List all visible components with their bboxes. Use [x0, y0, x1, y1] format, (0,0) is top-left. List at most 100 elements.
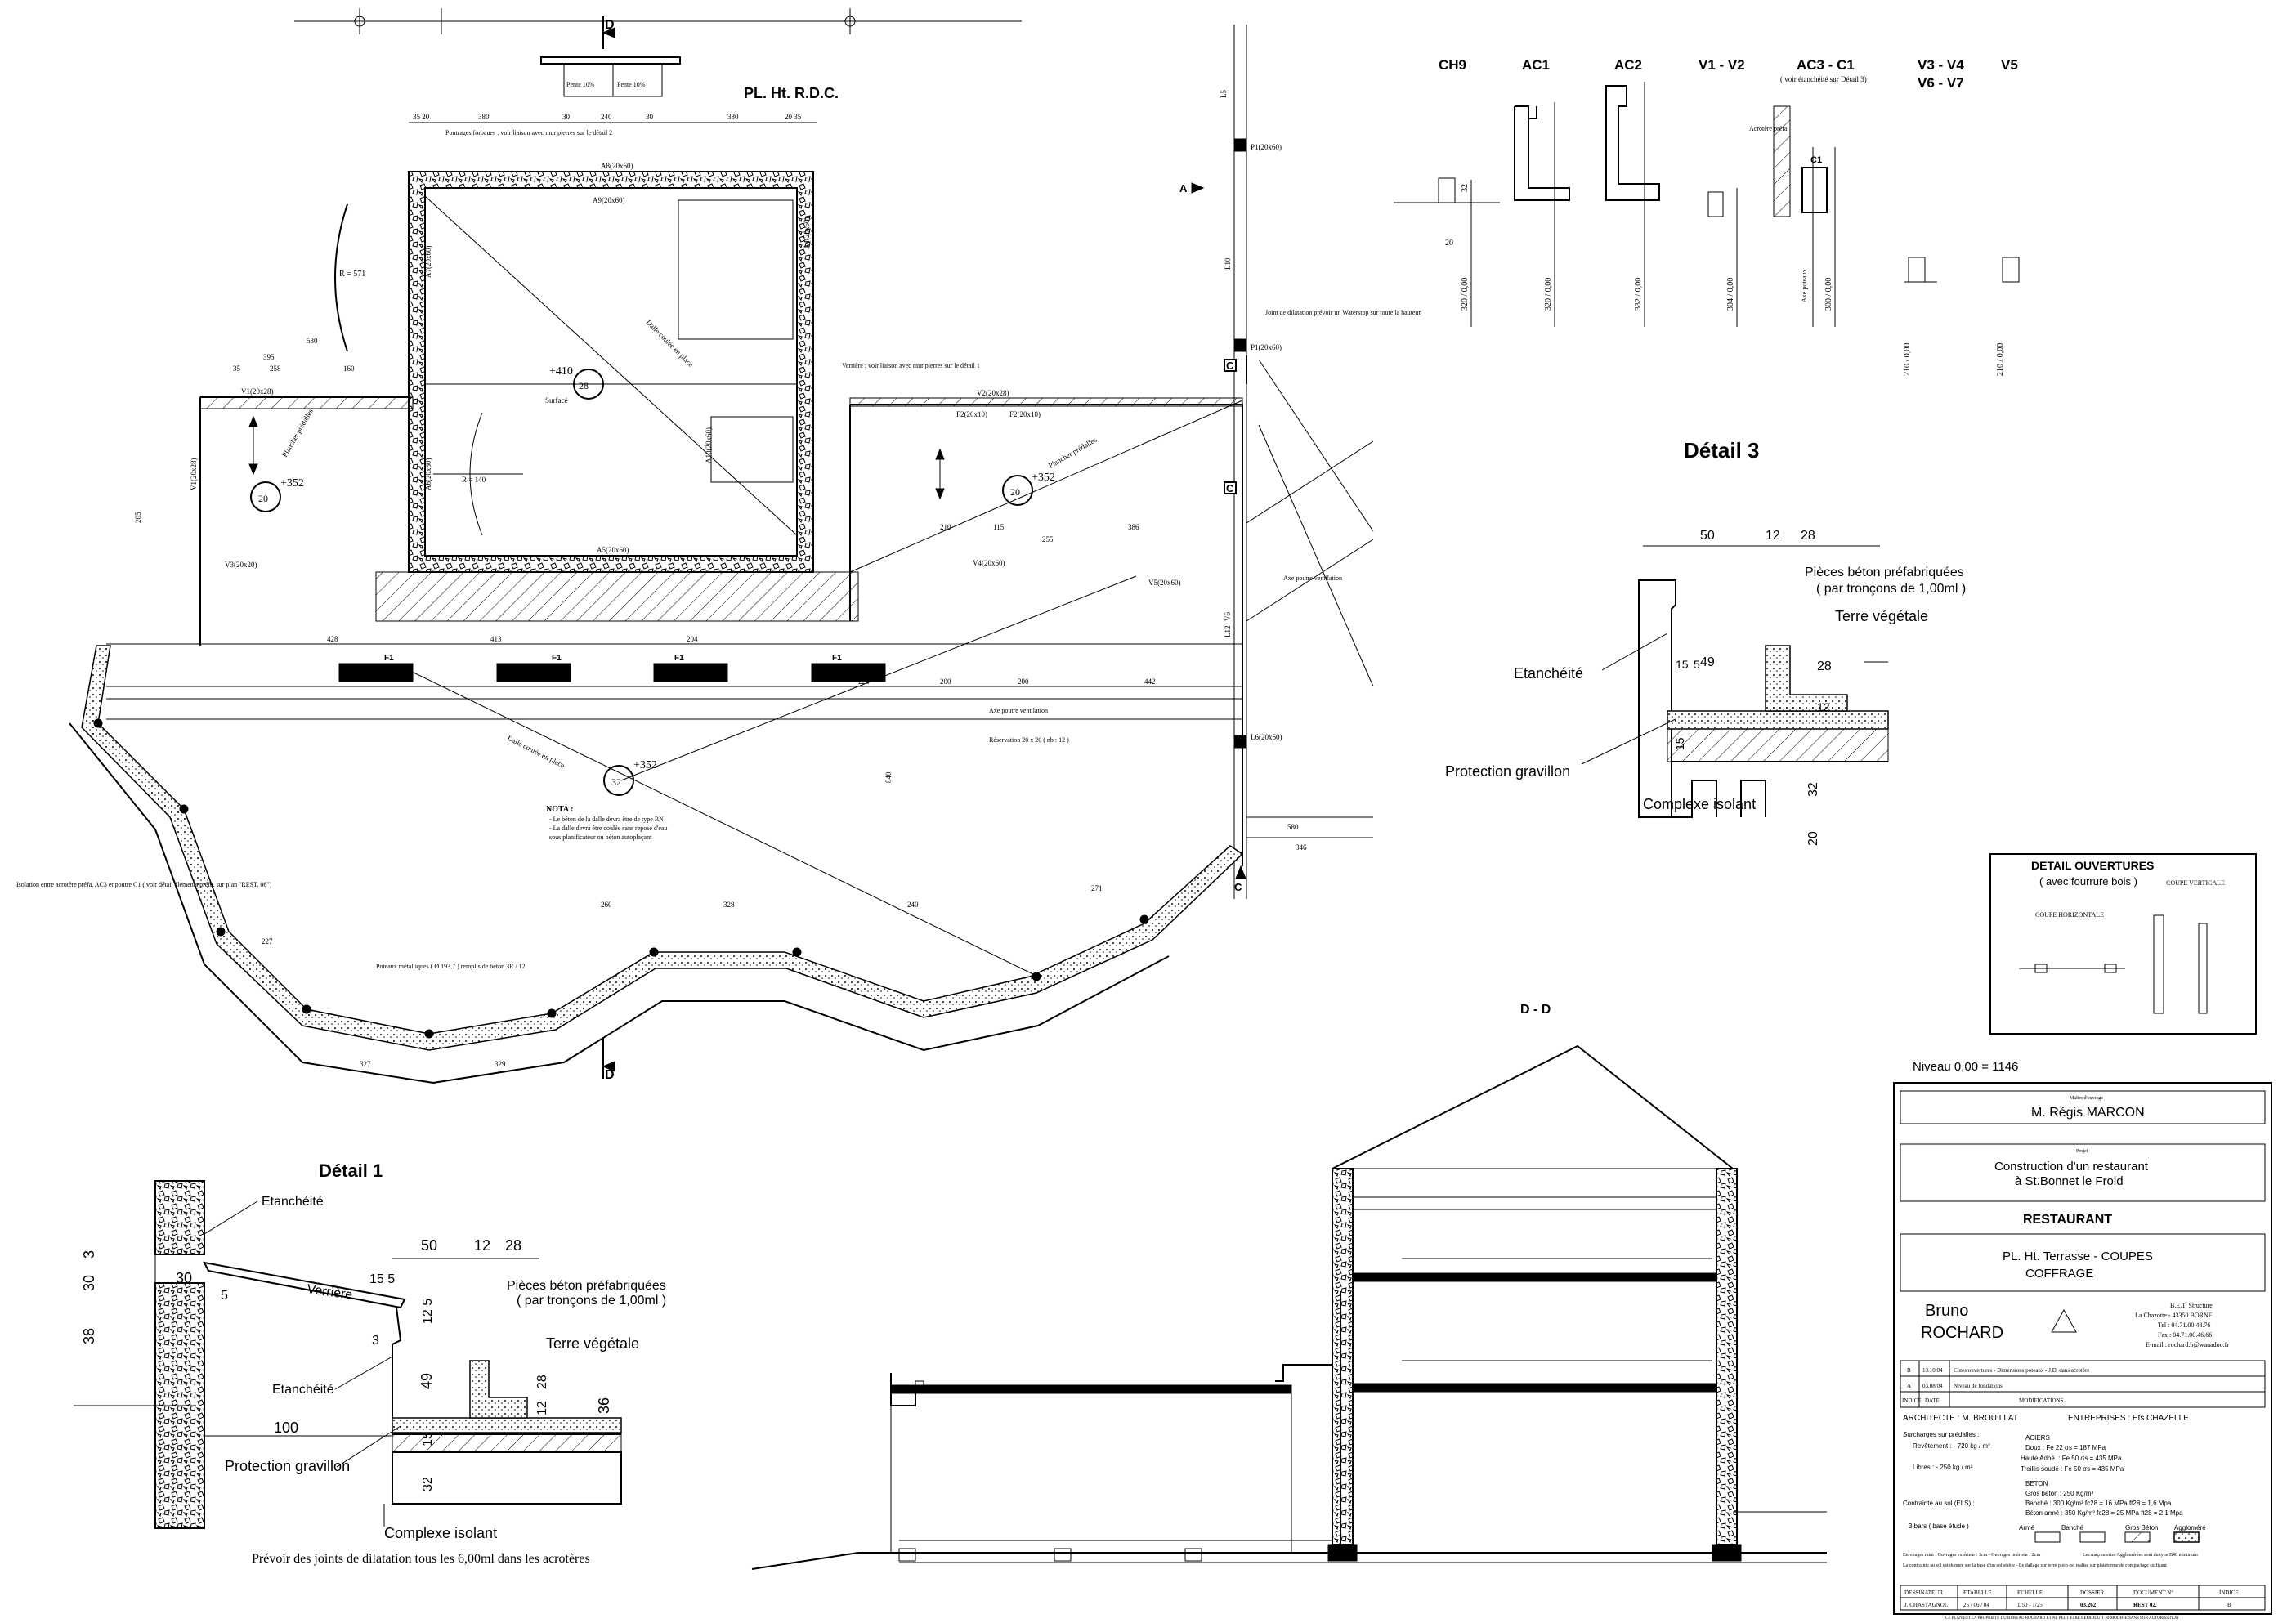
title-block: Niveau 0,00 = 1146 Maître d'ouvrage M. R… — [1893, 1060, 2272, 1621]
svg-text:Pièces béton préfabriquées: Pièces béton préfabriquées — [1805, 566, 1964, 579]
svg-text:Armé: Armé — [2019, 1524, 2035, 1531]
svg-text:15 5: 15 5 — [369, 1272, 395, 1286]
svg-text:DOSSIER: DOSSIER — [2080, 1589, 2105, 1596]
svg-text:M. Régis MARCON: M. Régis MARCON — [2031, 1106, 2145, 1120]
svg-text:30: 30 — [646, 113, 654, 121]
svg-text:Haute Adhé. : Fe 50 σs = 435: Haute Adhé. : Fe 50 σs = 435 MPa — [2021, 1455, 2122, 1462]
svg-text:Verrière : voir liaison avec m: Verrière : voir liaison avec mur pierres… — [842, 362, 980, 369]
svg-text:A: A — [1907, 1383, 1911, 1389]
svg-text:F2(20x10): F2(20x10) — [1009, 410, 1041, 418]
svg-text:530: 530 — [307, 337, 318, 345]
firm-logo-icon — [2051, 1308, 2077, 1333]
column-p1-top — [1233, 138, 1247, 152]
svg-text:328: 328 — [723, 901, 735, 909]
svg-text:L10: L10 — [1224, 257, 1232, 270]
svg-text:REST 02.: REST 02. — [2133, 1602, 2157, 1608]
svg-text:A5(20x60): A5(20x60) — [597, 546, 629, 554]
svg-text:Pièces béton préfabriquées: Pièces béton préfabriquées — [507, 1279, 666, 1293]
svg-text:327: 327 — [360, 1060, 371, 1068]
svg-text:BETON: BETON — [2025, 1480, 2048, 1487]
svg-text:F2(20x10): F2(20x10) — [956, 410, 987, 418]
svg-text:200: 200 — [1018, 677, 1029, 686]
svg-text:32: 32 — [1461, 184, 1470, 192]
svg-text:D: D — [605, 1068, 615, 1082]
svg-text:12: 12 — [1766, 529, 1780, 543]
svg-text:20: 20 — [1010, 486, 1020, 498]
svg-text:Poteaux métalliques ( Ø 193,7: Poteaux métalliques ( Ø 193,7 ) remplis … — [376, 963, 526, 970]
svg-text:P1(20x60): P1(20x60) — [1251, 343, 1282, 351]
svg-text:Pente 10%: Pente 10% — [617, 81, 646, 88]
svg-text:Protection gravillon: Protection gravillon — [1445, 763, 1570, 780]
svg-text:1/50 - 1/25: 1/50 - 1/25 — [2017, 1602, 2043, 1608]
svg-text:DESSINATEUR: DESSINATEUR — [1904, 1589, 1943, 1596]
acrotere-profiles: CH9 AC1 AC2 V1 - V2 AC3 - C1 V3 - V4 V5 … — [1394, 57, 2020, 376]
svg-text:B: B — [1907, 1367, 1911, 1374]
svg-text:+352: +352 — [280, 477, 304, 490]
svg-text:Béton armé : 350 Kg/m³ fc28 =: Béton armé : 350 Kg/m³ fc28 = 25 MPa ft2… — [2025, 1509, 2183, 1517]
curved-facade-wall — [81, 645, 1244, 1051]
grid-marker — [354, 8, 365, 34]
footing-f1-1: F1 — [338, 654, 414, 682]
svg-text:A10(20x60): A10(20x60) — [705, 427, 713, 463]
svg-text:V1(20x28): V1(20x28) — [241, 387, 274, 396]
svg-text:395: 395 — [263, 353, 275, 361]
svg-text:DETAIL OUVERTURES: DETAIL OUVERTURES — [2031, 859, 2154, 872]
level-marker-4: 32 +352 — [603, 759, 657, 796]
svg-text:205: 205 — [134, 512, 142, 523]
svg-text:A8(20x60): A8(20x60) — [601, 162, 633, 170]
svg-text:AC1: AC1 — [1522, 57, 1550, 73]
svg-text:Niveau de fondations: Niveau de fondations — [1954, 1383, 2003, 1389]
svg-text:CH9: CH9 — [1439, 57, 1466, 73]
svg-text:Dalle coulée en place: Dalle coulée en place — [506, 734, 566, 770]
svg-text:28: 28 — [505, 1237, 521, 1254]
svg-text:32: 32 — [611, 776, 621, 788]
svg-text:A9(20x60): A9(20x60) — [593, 196, 625, 204]
svg-text:V2(20x28): V2(20x28) — [977, 389, 1009, 397]
svg-text:255: 255 — [1042, 535, 1054, 543]
svg-text:Bruno: Bruno — [1925, 1302, 1968, 1320]
svg-text:V6: V6 — [1224, 612, 1232, 621]
svg-text:Isolation entre acrotère préfa: Isolation entre acrotère préfa. AC3 et p… — [16, 881, 272, 888]
svg-text:13.10.04: 13.10.04 — [1922, 1367, 1943, 1374]
svg-text:49: 49 — [1700, 655, 1715, 669]
stone-wall-upper — [408, 171, 814, 573]
level-marker-2: 20 +352 — [250, 477, 304, 512]
svg-text:Terre végétale: Terre végétale — [546, 1335, 639, 1352]
svg-text:210: 210 — [940, 523, 951, 531]
svg-text:200: 200 — [940, 677, 951, 686]
svg-text:V6 - V7: V6 - V7 — [1918, 75, 1964, 91]
svg-text:F1: F1 — [384, 654, 394, 663]
svg-text:V1(20x28): V1(20x28) — [190, 458, 198, 491]
svg-text:100: 100 — [274, 1420, 298, 1436]
svg-text:P1(20x60): P1(20x60) — [1251, 143, 1282, 151]
section-mark-c: C C C — [1224, 355, 1247, 893]
svg-text:Complexe isolant: Complexe isolant — [1643, 796, 1756, 812]
svg-text:Fax : 04.71.00.46.66: Fax : 04.71.00.46.66 — [2158, 1331, 2212, 1339]
svg-text:CE PLAN EST LA PROPRIETE DU BU: CE PLAN EST LA PROPRIETE DU BUREAU ROCHA… — [1945, 1616, 2179, 1621]
svg-text:V1 - V2: V1 - V2 — [1699, 57, 1745, 73]
svg-text:15: 15 — [1676, 658, 1689, 671]
svg-text:( voir étanchéité sur Détail 3: ( voir étanchéité sur Détail 3) — [1780, 75, 1867, 83]
svg-text:3 bars ( base étude ): 3 bars ( base étude ) — [1909, 1522, 1969, 1530]
svg-text:à St.Bonnet le Froid: à St.Bonnet le Froid — [2015, 1174, 2124, 1188]
svg-text:Niveau 0,00 = 1146: Niveau 0,00 = 1146 — [1913, 1060, 2018, 1074]
svg-text:COUPE VERTICALE: COUPE VERTICALE — [2166, 879, 2225, 887]
svg-text:3: 3 — [81, 1250, 97, 1259]
svg-text:ARCHITECTE : M. BROUILLAT: ARCHITECTE : M. BROUILLAT — [1903, 1414, 2018, 1423]
svg-text:ROCHARD: ROCHARD — [1921, 1324, 2003, 1342]
svg-text:B.E.T. Structure: B.E.T. Structure — [2170, 1302, 2213, 1309]
svg-text:30: 30 — [176, 1270, 192, 1286]
svg-text:Prévoir des joints de dilatati: Prévoir des joints de dilatation tous le… — [252, 1552, 590, 1566]
level-marker-1: 28 +410 Surfacé — [545, 365, 604, 405]
svg-text:50: 50 — [421, 1237, 437, 1254]
svg-text:258: 258 — [270, 364, 281, 373]
plan-title: PL. Ht. R.D.C. — [744, 85, 839, 101]
svg-text:( par tronçons de 1,00ml ): ( par tronçons de 1,00ml ) — [517, 1294, 666, 1308]
svg-text:Protection gravillon: Protection gravillon — [225, 1458, 350, 1474]
svg-text:Gros béton : 250 Kg/m³: Gros béton : 250 Kg/m³ — [2025, 1490, 2093, 1497]
svg-text:La contrainte au sol est donné: La contrainte au sol est donnée sur la b… — [1903, 1563, 2167, 1568]
footing-f1-4: F1 — [811, 654, 886, 682]
svg-text:210 / 0,00: 210 / 0,00 — [1903, 343, 1912, 376]
svg-text:RESTAURANT: RESTAURANT — [2023, 1213, 2112, 1227]
